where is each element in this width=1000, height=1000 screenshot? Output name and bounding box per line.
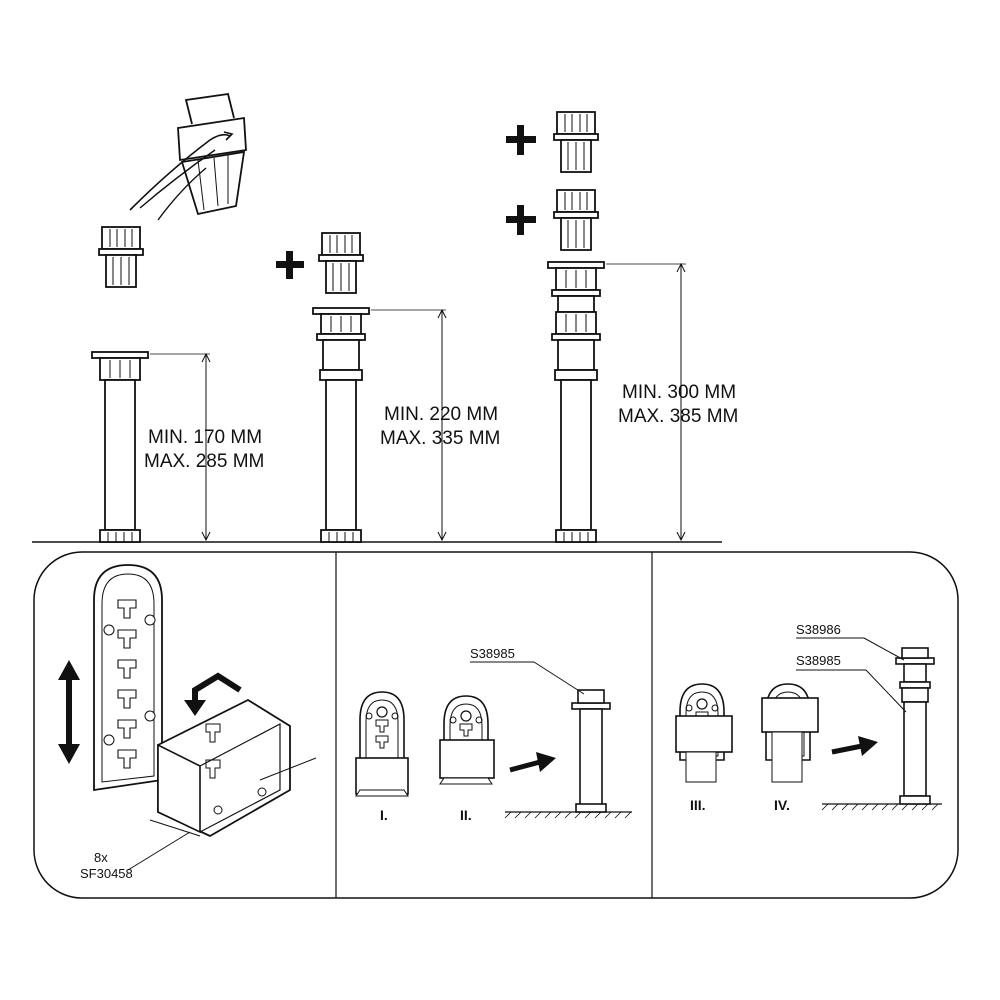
right-panel: III. IV. S38986 S38985 [675,622,942,813]
leg-2 [312,307,370,543]
part-code-s38985: S38985 [470,646,515,661]
plus-icon [506,125,536,155]
trash-bin-icon [129,92,247,221]
leg-extension [98,226,144,288]
leg-3 [547,261,605,543]
left-panel: 8x SF30458 [58,564,317,881]
up-down-arrow-icon [58,660,80,764]
leg-2-min-height: MIN. 220 MM [384,404,498,425]
part-code-s38985: S38985 [796,653,841,668]
quantity-label: 8x [94,850,108,865]
plus-icon [506,205,536,235]
leg-extension [553,111,599,173]
leg-1-max-height: MAX. 285 MM [144,451,264,472]
step-iii-label: III. [690,797,706,813]
step-ii-label: II. [460,807,472,823]
leg-3-min-height: MIN. 300 MM [622,382,736,403]
step-iv-label: IV. [774,797,790,813]
leg-extension [318,232,364,294]
step-i-label: I. [380,807,388,823]
arrow-icon [831,736,878,756]
curved-arrow-icon [184,672,242,716]
part-code-sf30458: SF30458 [80,866,133,881]
part-code-s38986: S38986 [796,622,841,637]
plus-icon [276,251,304,279]
leg-1-min-height: MIN. 170 MM [148,427,262,448]
leg-2-max-height: MAX. 335 MM [380,428,500,449]
instruction-panel-frame [33,551,959,899]
leg-3-max-height: MAX. 385 MM [618,406,738,427]
middle-panel: I. II. S38985 [355,646,632,823]
leg-1 [91,351,149,543]
arrow-icon [509,752,556,773]
leg-extension [553,189,599,251]
